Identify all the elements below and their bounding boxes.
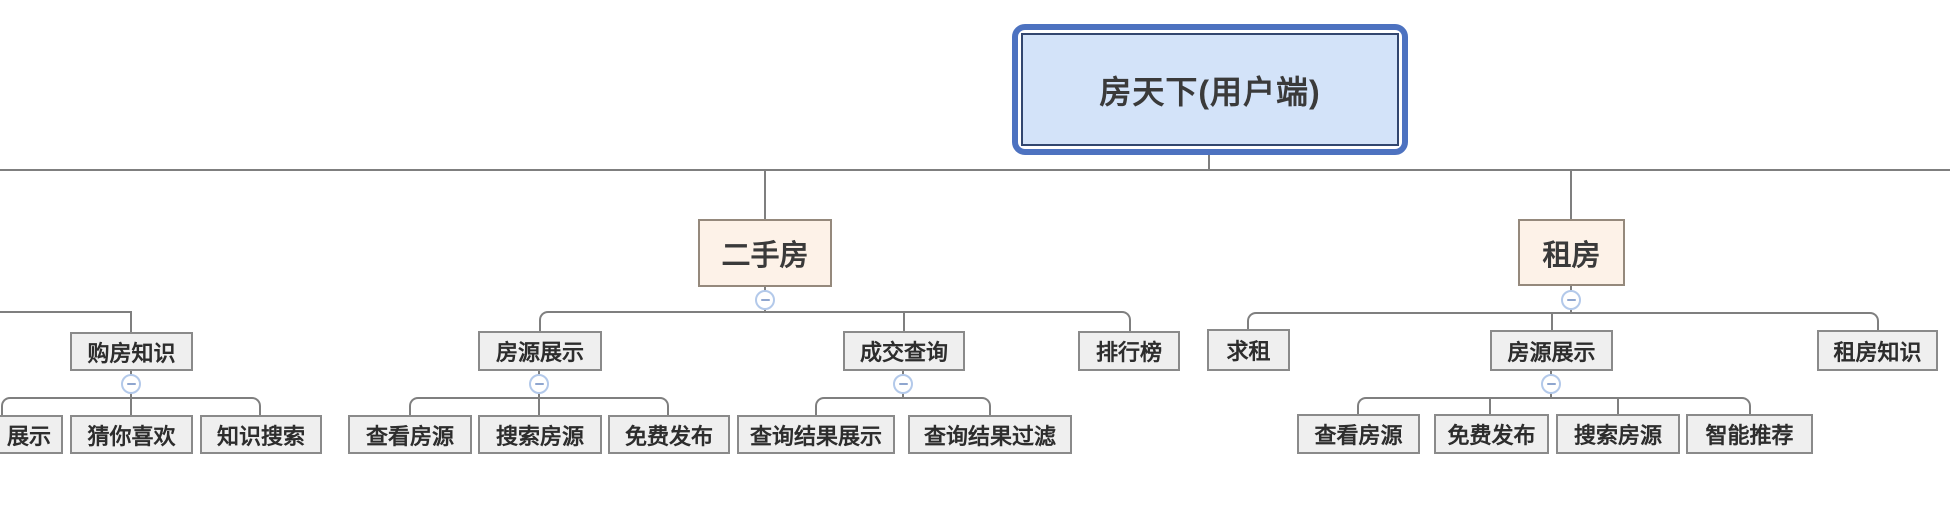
node-root[interactable]: 房天下(用户端) — [1012, 24, 1408, 155]
connector-ershoufang-children-rail — [551, 311, 1119, 313]
node-label: 查询结果展示 — [749, 423, 882, 449]
connector-fangyuanzhanshi-right-children-rail — [1369, 397, 1739, 399]
node-sousuo-fangyuan-left[interactable]: 搜索房源 — [478, 415, 602, 454]
node-cai-ni-xihuan[interactable]: 猜你喜欢 — [70, 415, 193, 454]
connector-root-stub — [1208, 155, 1210, 171]
connector — [1877, 322, 1879, 330]
connector — [667, 407, 669, 415]
node-sousuo-fangyuan-right[interactable]: 搜索房源 — [1556, 414, 1680, 454]
node-goufang-zhishi[interactable]: 购房知识 — [70, 332, 193, 371]
node-label: 成交查询 — [859, 340, 948, 365]
node-root-body: 房天下(用户端) — [1021, 33, 1399, 146]
node-zufang[interactable]: 租房 — [1518, 219, 1625, 286]
connector-left-elbow — [130, 311, 132, 332]
node-zhishi-sousuo[interactable]: 知识搜索 — [200, 415, 322, 454]
connector — [1749, 407, 1751, 414]
node-chaxun-jieguo-guolv[interactable]: 查询结果过滤 — [908, 415, 1072, 454]
node-label: 免费发布 — [1447, 423, 1536, 448]
connector-corner — [815, 397, 827, 409]
node-label: 猜你喜欢 — [87, 423, 176, 449]
node-label: 免费发布 — [624, 423, 713, 449]
connector — [989, 407, 991, 415]
connector — [815, 407, 817, 415]
connector-corner — [1357, 397, 1369, 409]
collapse-button-chengjiao-chaxun[interactable] — [893, 374, 913, 394]
minus-icon — [898, 382, 908, 386]
connector — [259, 407, 261, 415]
node-label: 搜索房源 — [495, 423, 584, 449]
node-label: 知识搜索 — [216, 423, 305, 449]
connector-mianfeifabu-right-stub — [1489, 397, 1491, 414]
connector-chengjiaochaxun-children-rail — [827, 397, 979, 399]
node-label: 求租 — [1226, 339, 1271, 364]
connector-zufang-stub — [1570, 171, 1572, 219]
node-chakan-fangyuan-right[interactable]: 查看房源 — [1297, 414, 1420, 454]
connector — [1247, 322, 1249, 329]
connector-sousuofangyuan-left-stub — [538, 397, 540, 415]
connector — [539, 321, 541, 331]
connector-left-rail — [0, 311, 132, 313]
connector-chengjiaochaxun-stub — [903, 311, 905, 331]
node-label: 查看房源 — [1314, 423, 1403, 448]
connector-zufang-children-rail — [1259, 312, 1867, 314]
node-zhineng-tuijian[interactable]: 智能推荐 — [1686, 414, 1813, 454]
node-fangyuan-zhanshi-left[interactable]: 房源展示 — [478, 331, 602, 371]
connector-corner — [979, 397, 991, 409]
node-label: 查看房源 — [365, 423, 454, 449]
minus-icon — [126, 382, 136, 386]
connector — [409, 407, 411, 415]
connector-cainixihuan-stub — [130, 397, 132, 415]
node-paihangbang[interactable]: 排行榜 — [1078, 331, 1180, 371]
connector-corner — [657, 397, 669, 409]
collapse-button-fangyuan-zhanshi-left[interactable] — [529, 374, 549, 394]
minus-icon — [534, 382, 544, 386]
connector-corner — [1739, 397, 1751, 409]
node-root-label: 房天下(用户端) — [1099, 73, 1321, 110]
connector-ershoufang-stub — [764, 171, 766, 219]
node-label: 搜索房源 — [1573, 423, 1662, 448]
node-fangyuan-zhanshi-right[interactable]: 房源展示 — [1490, 330, 1613, 371]
connector-corner — [1247, 312, 1259, 324]
connector — [1, 407, 3, 415]
node-label: 租房 — [1542, 239, 1601, 272]
node-label: 智能推荐 — [1705, 423, 1794, 448]
node-ershoufang[interactable]: 二手房 — [698, 219, 832, 287]
node-label: 房源展示 — [495, 340, 584, 365]
connector-corner — [539, 311, 551, 323]
node-zhanshi-partial[interactable]: 展示 — [0, 415, 63, 454]
node-label: 房源展示 — [1507, 339, 1596, 365]
connector-corner — [1119, 311, 1131, 323]
connector-corner — [1, 397, 13, 409]
node-mianfei-fabu-right[interactable]: 免费发布 — [1434, 414, 1549, 454]
node-qiuzu[interactable]: 求租 — [1207, 329, 1290, 371]
node-mianfei-fabu-left[interactable]: 免费发布 — [608, 415, 730, 454]
connector-sousuofangyuan-right-stub — [1617, 397, 1619, 414]
collapse-button-zufang[interactable] — [1561, 290, 1581, 310]
connector-fangyuanzhanshi-right-stub — [1551, 312, 1553, 330]
node-chaxun-jieguo-zhanshi[interactable]: 查询结果展示 — [737, 415, 895, 454]
node-label: 租房知识 — [1833, 339, 1922, 365]
collapse-button-ershoufang[interactable] — [755, 290, 775, 310]
collapse-button-fangyuan-zhanshi-right[interactable] — [1541, 374, 1561, 394]
collapse-button-goufang-zhishi[interactable] — [121, 374, 141, 394]
connector-level1-rail — [0, 169, 1950, 171]
minus-icon — [1546, 382, 1556, 386]
connector-corner — [1867, 312, 1879, 324]
minus-icon — [1566, 298, 1576, 302]
connector — [1129, 321, 1131, 331]
node-label: 二手房 — [721, 240, 809, 272]
node-chakan-fangyuan-left[interactable]: 查看房源 — [348, 415, 472, 454]
node-chengjiao-chaxun[interactable]: 成交查询 — [843, 331, 965, 371]
connector-corner — [409, 397, 421, 409]
node-zufang-zhishi[interactable]: 租房知识 — [1817, 330, 1938, 371]
node-label: 排行榜 — [1095, 340, 1162, 365]
connector — [1357, 407, 1359, 414]
node-label: 展示 — [6, 423, 51, 449]
minus-icon — [760, 298, 770, 302]
node-label: 购房知识 — [87, 340, 176, 366]
connector-corner — [249, 397, 261, 409]
node-label: 查询结果过滤 — [923, 423, 1056, 449]
